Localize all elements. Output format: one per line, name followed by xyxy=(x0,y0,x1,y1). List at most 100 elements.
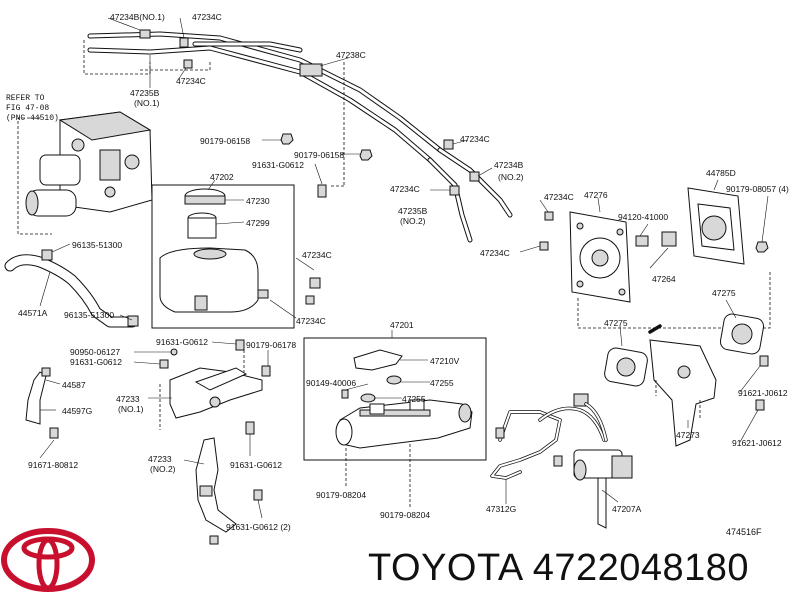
bolt-icon xyxy=(49,427,59,439)
label-91631-g0612: 91631-G0612 xyxy=(156,337,208,347)
label-90149-40006: 90149-40006 xyxy=(306,378,356,388)
bolt-icon xyxy=(755,399,765,411)
label-91631-g0612: 91631-G0612 xyxy=(70,357,122,367)
brake-line-group-top xyxy=(87,29,554,251)
label-44597g: 44597G xyxy=(62,406,92,416)
clip-fitting xyxy=(544,211,554,221)
label-94120-41000: 94120-41000 xyxy=(618,212,668,222)
label-47234c: 47234C xyxy=(460,134,490,144)
label-90179-06178: 90179-06178 xyxy=(246,340,296,350)
dashed-bracket xyxy=(330,62,345,187)
label-47234c: 47234C xyxy=(390,184,420,194)
bolt-icon xyxy=(341,389,349,399)
bolt-icon xyxy=(359,149,373,161)
label-47234b-no1: 47234B(NO.1) xyxy=(110,12,165,22)
pipe-47312g xyxy=(490,410,563,480)
bolt-icon xyxy=(245,421,255,435)
hose-clip xyxy=(127,315,139,327)
part-labels: 47234B(NO.1) 47234C 47234C 47238C 47235B… xyxy=(6,12,789,532)
clip-fitting xyxy=(469,171,480,182)
bolt-icon xyxy=(235,339,245,351)
label-91621-j0612: 91621-J0612 xyxy=(738,388,788,398)
label-90179-06158: 90179-06158 xyxy=(200,136,250,146)
label-47255: 47255 xyxy=(430,378,454,388)
label-47235b: 47235B xyxy=(398,206,428,216)
hose-44571a xyxy=(4,249,139,328)
clip-block xyxy=(299,63,323,77)
label-44571a: 44571A xyxy=(18,308,48,318)
clip-fitting xyxy=(539,241,549,251)
label-47275: 47275 xyxy=(712,288,736,298)
label-90179-08057: 90179-08057 (4) xyxy=(726,184,789,194)
clip-fitting xyxy=(309,277,321,289)
label-no1: (NO.1) xyxy=(134,98,160,108)
brand-name: TOYOTA xyxy=(368,547,522,589)
label-47207a: 47207A xyxy=(612,504,642,514)
gasket-44785d xyxy=(687,187,769,265)
stroke-sensor-47207a xyxy=(538,393,633,529)
clip-fitting xyxy=(139,29,151,39)
dashed-bracket xyxy=(140,62,211,71)
abs-actuator xyxy=(25,111,153,217)
label-47312g: 47312G xyxy=(486,504,516,514)
label-90179-08204: 90179-08204 xyxy=(380,510,430,520)
bolt-icon xyxy=(317,184,327,198)
label-47233: 47233 xyxy=(148,454,172,464)
label-47202: 47202 xyxy=(210,172,234,182)
nut-icon xyxy=(755,241,769,253)
label-47299: 47299 xyxy=(246,218,270,228)
label-47255: 47255 xyxy=(402,394,426,404)
reservoir-box xyxy=(151,184,295,329)
brake-fluid-reservoir xyxy=(159,188,269,313)
gasket-47275 xyxy=(604,313,765,387)
label-47234c: 47234C xyxy=(480,248,510,258)
label-47234c: 47234C xyxy=(302,250,332,260)
label-47210v: 47210V xyxy=(430,356,460,366)
label-no2: (NO.2) xyxy=(400,216,426,226)
label-47234b: 47234B xyxy=(494,160,524,170)
label-no2: (NO.2) xyxy=(150,464,176,474)
refer-note-line: (PNC 44510) xyxy=(6,114,59,123)
clip-fitting xyxy=(443,139,454,150)
refer-note-line: REFER TO xyxy=(6,94,45,103)
label-no2: (NO.2) xyxy=(498,172,524,182)
dashed-bracket xyxy=(83,40,151,75)
bolt-icon xyxy=(261,365,271,377)
bracket-44587 xyxy=(25,367,59,439)
hose-clip xyxy=(41,249,53,261)
bolt-icon xyxy=(253,489,263,501)
diagram-reference-code: 474516F xyxy=(726,527,762,537)
brand-part-title: TOYOTA 4722048180 xyxy=(368,547,749,590)
label-47238c: 47238C xyxy=(336,50,366,60)
label-96135-51300: 96135-51300 xyxy=(64,310,114,320)
label-44587: 44587 xyxy=(62,380,86,390)
label-47273: 47273 xyxy=(676,430,700,440)
bolt-icon xyxy=(759,355,769,367)
clip-fitting xyxy=(183,59,193,69)
clip-fitting xyxy=(179,37,189,48)
label-47234c: 47234C xyxy=(176,76,206,86)
label-47201: 47201 xyxy=(390,320,414,330)
label-47234c: 47234C xyxy=(544,192,574,202)
clip-fitting xyxy=(305,295,315,305)
leader-lines-top xyxy=(107,17,549,253)
part-number: 4722048180 xyxy=(532,547,750,589)
label-47264: 47264 xyxy=(652,274,676,284)
bolt-icon xyxy=(280,133,294,145)
label-47233: 47233 xyxy=(116,394,140,404)
bracket-47273 xyxy=(648,324,769,447)
label-91621-j0612: 91621-J0612 xyxy=(732,438,782,448)
label-91631-g0612-2: 91631-G0612 (2) xyxy=(226,522,291,532)
label-90950-06127: 90950-06127 xyxy=(70,347,120,357)
dashed-bracket xyxy=(17,117,52,235)
bracket-47233-no2 xyxy=(195,437,263,545)
label-47235b: 47235B xyxy=(130,88,160,98)
label-90179-06158: 90179-06158 xyxy=(294,150,344,160)
toyota-logo-icon xyxy=(1,528,95,592)
clip-fitting xyxy=(449,185,460,196)
master-cylinder-box xyxy=(303,337,487,461)
bracket-47233-no1 xyxy=(159,339,271,435)
label-96135-51300: 96135-51300 xyxy=(72,240,122,250)
label-91671-80812: 91671-80812 xyxy=(28,460,78,470)
